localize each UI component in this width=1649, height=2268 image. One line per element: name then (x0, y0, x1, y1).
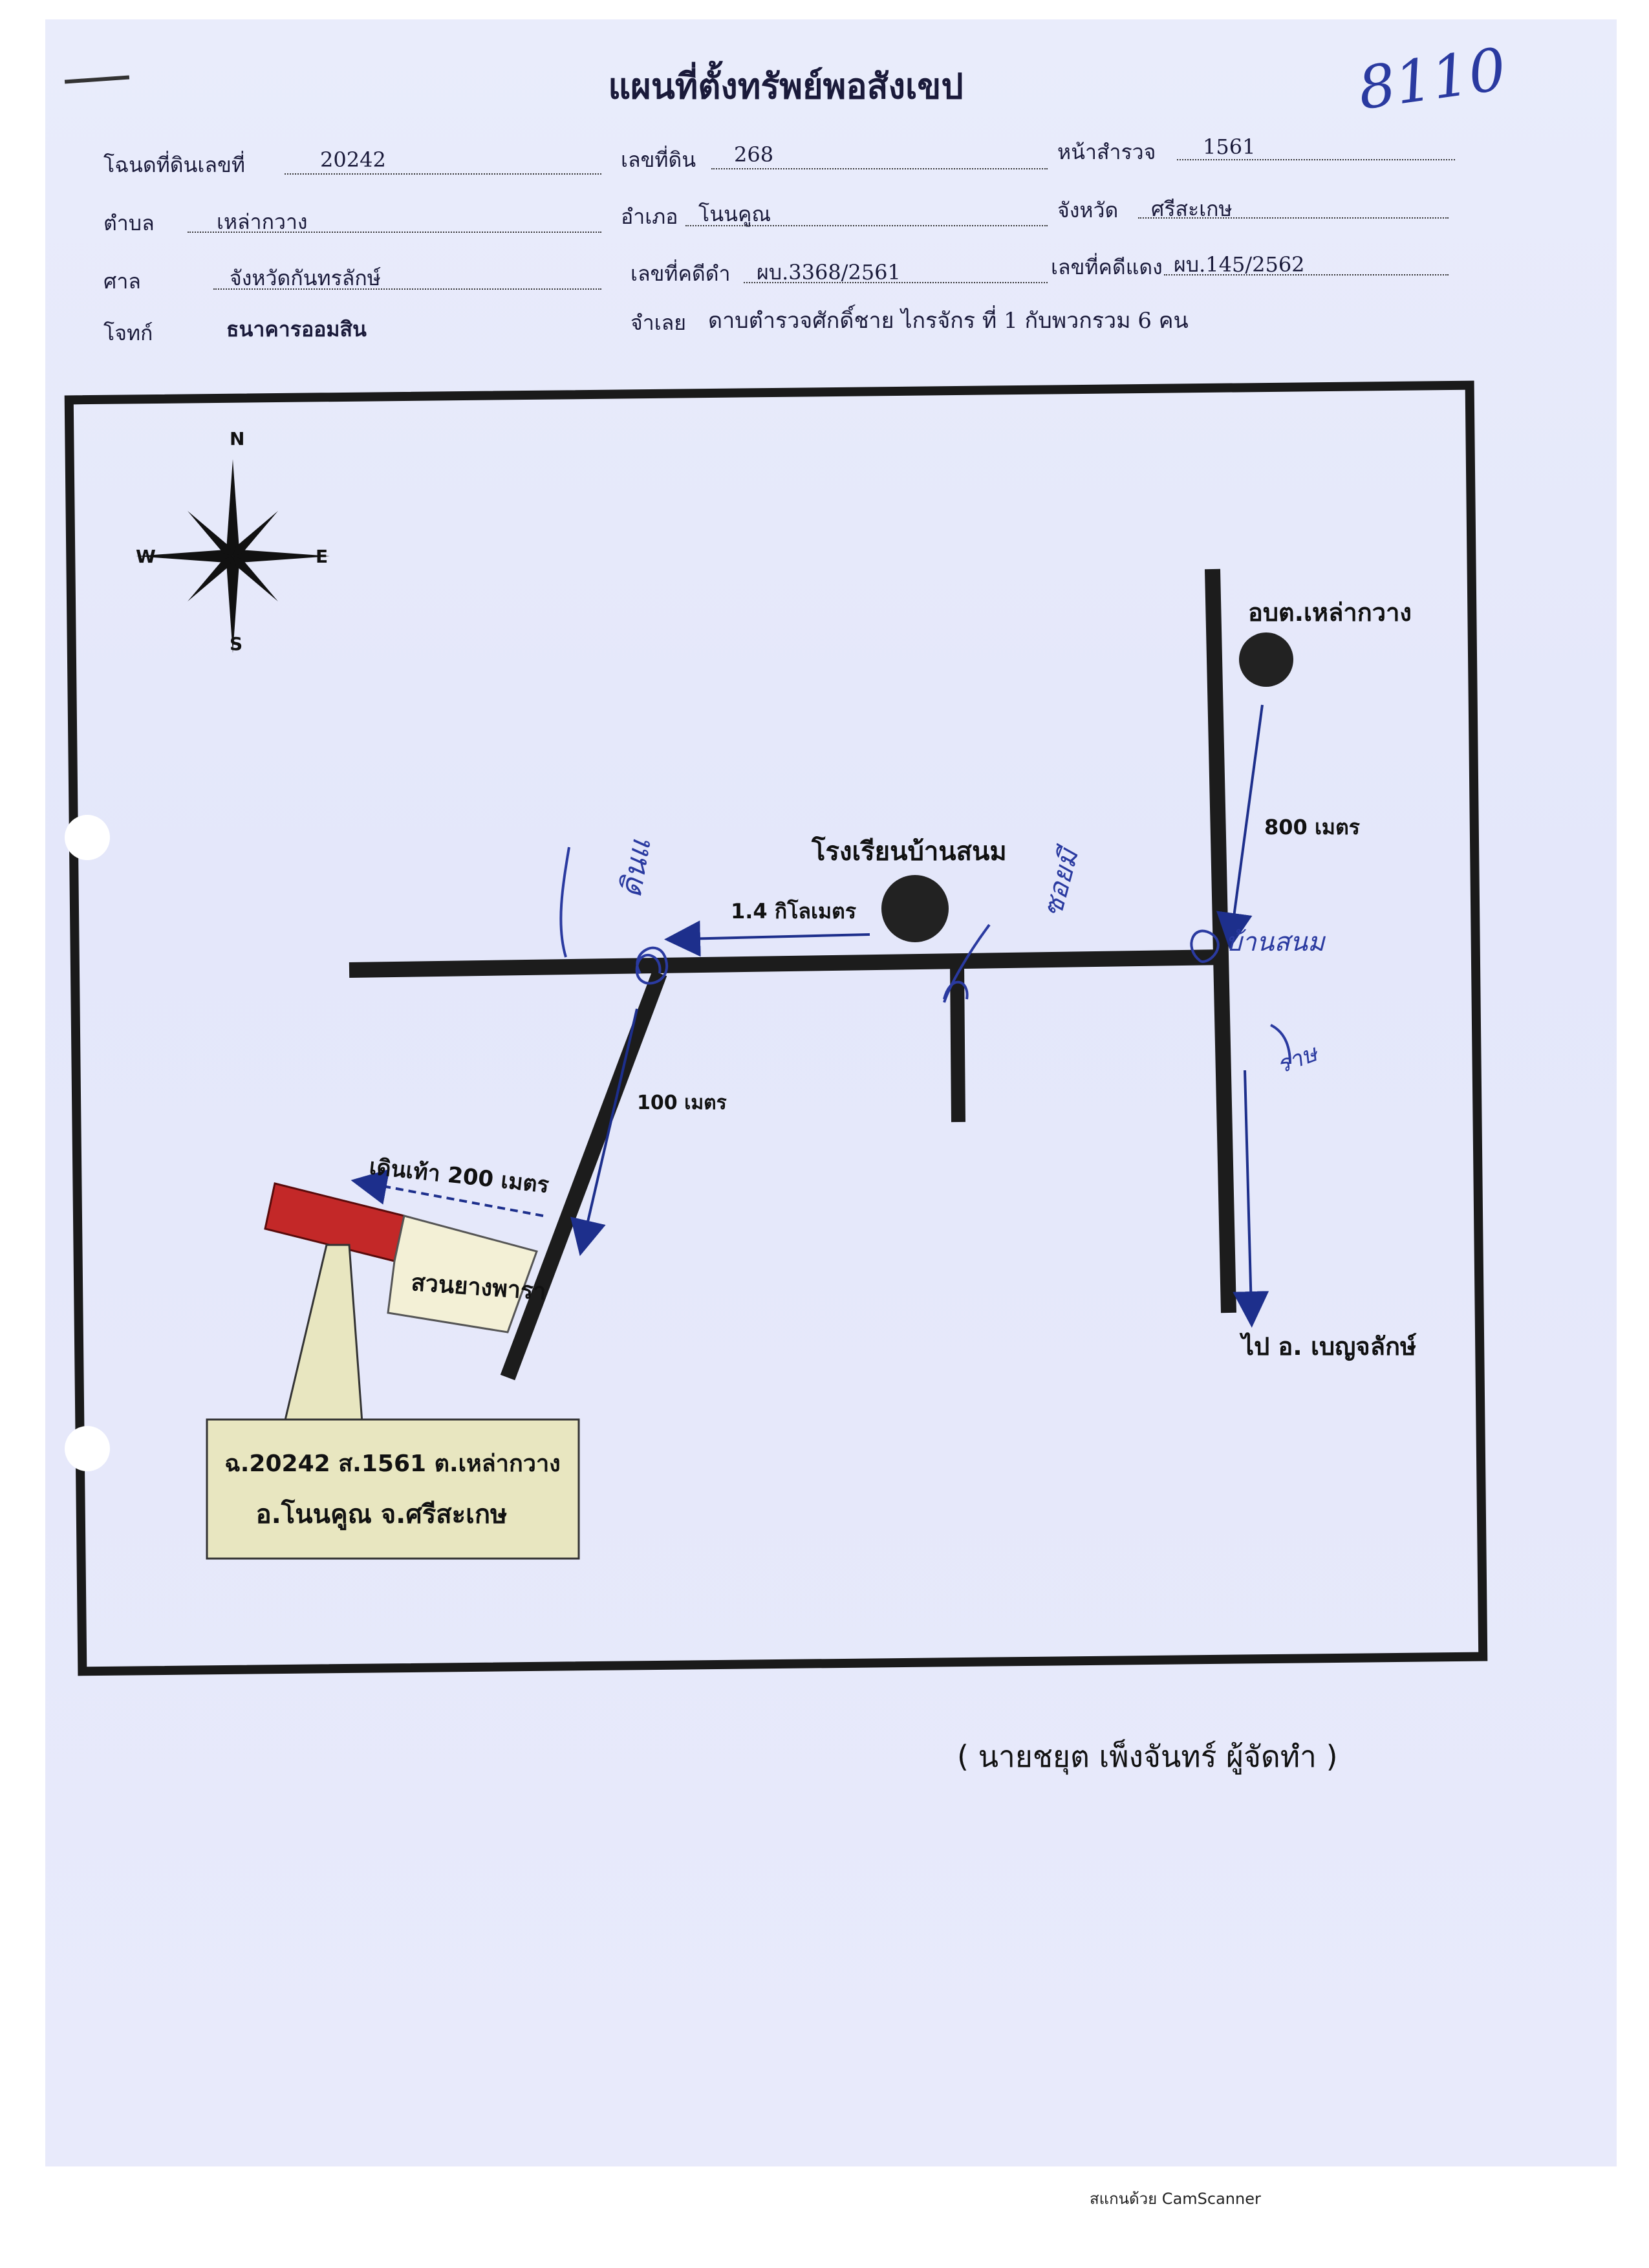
sao-marker (1239, 632, 1293, 687)
preparer-caption: ( นายชยุต เพ็งจันทร์ ผู้จัดทำ ) (957, 1739, 1338, 1774)
survey-page-underline (1177, 159, 1455, 160)
plaintiff-value: ธนาคารออมสิน (226, 317, 367, 341)
arrow-walk-200m (350, 1169, 544, 1217)
black-case-value: ผบ.3368/2561 (757, 260, 901, 285)
rubber-plantation-area (387, 1215, 538, 1334)
deed-value: 20242 (320, 147, 386, 172)
survey-page-value: 1561 (1203, 135, 1256, 159)
survey-page-label: หน้าสำรวจ (1057, 140, 1156, 164)
dist-100m-label: 100 เมตร (637, 1092, 727, 1114)
court-underline (213, 288, 601, 290)
black-case-underline (744, 282, 1048, 283)
defendant-label: จำเลย (630, 310, 687, 335)
scanner-footer: สแกนด้วย CamScanner (1090, 2190, 1261, 2208)
plaintiff-label: โจทก์ (103, 321, 153, 345)
deed-underline (285, 173, 601, 175)
callout-line1: ฉ.20242 ส.1561 ต.เหล่ากวาง (224, 1451, 561, 1477)
land-no-underline (711, 168, 1048, 169)
to-benja-label: ไป อ. เบญจลักษ์ (1239, 1332, 1417, 1361)
red-case-underline (1164, 274, 1449, 275)
callout-box (206, 1418, 580, 1560)
district-label: อำเภอ (621, 204, 678, 229)
compass-w: W (136, 546, 156, 567)
arrow-1-4km (664, 920, 870, 957)
handwritten-right: บ้านสนม (1225, 927, 1326, 957)
callout-pointer (283, 1244, 363, 1424)
compass-s: S (230, 633, 242, 654)
walk-label: เดินเท้า 200 เมตร (368, 1154, 550, 1198)
red-case-value: ผบ.145/2562 (1174, 252, 1305, 277)
province-underline (1138, 217, 1449, 219)
handwritten-right2: ราษ (1273, 1040, 1322, 1079)
access-road (500, 970, 667, 1381)
arrow-to-benja (1233, 1070, 1269, 1328)
main-road-horizontal (349, 949, 1226, 978)
deed-label: โฉนดที่ดินเลขที่ (103, 153, 245, 177)
arrow-800m (1216, 704, 1264, 949)
land-no-label: เลขที่ดิน (621, 147, 696, 172)
school-marker (881, 875, 949, 942)
arrow-100m (570, 1008, 638, 1257)
land-no-value: 268 (734, 142, 774, 167)
punch-hole-bottom (65, 1426, 110, 1471)
province-label: จังหวัด (1057, 198, 1119, 222)
black-case-label: เลขที่คดีดำ (630, 261, 731, 286)
red-case-label: เลขที่คดีแดง (1051, 255, 1163, 279)
dist-800m-label: 800 เมตร (1264, 815, 1360, 839)
dist-1-4km-label: 1.4 กิโลเมตร (731, 899, 856, 923)
punch-hole-top (65, 815, 110, 860)
compass-rose: N S E W (136, 428, 330, 654)
school-label: โรงเรียนบ้านสนม (811, 836, 1007, 867)
subdistrict-label: ตำบล (103, 211, 155, 235)
compass-e: E (316, 546, 328, 567)
callout-line2: อ.โนนคูณ จ.ศรีสะเกษ (256, 1499, 508, 1530)
subdistrict-underline (188, 232, 601, 233)
district-underline (685, 225, 1048, 226)
defendant-value: ดาบตำรวจศักดิ์ชาย ไกรจักร ที่ 1 กับพวกรว… (708, 308, 1189, 334)
handwritten-mid: ซอยมี (1036, 842, 1085, 920)
side-road-short (950, 963, 965, 1123)
subdistrict-value: เหล่ากวาง (217, 210, 308, 234)
handwritten-left: ดินแ (613, 836, 658, 900)
compass-n: N (230, 428, 244, 449)
province-value: ศรีสะเกษ (1151, 197, 1233, 221)
handwritten-marks (559, 847, 1291, 1064)
document-sheet (45, 19, 1617, 2166)
court-label: ศาล (103, 269, 141, 294)
district-value: โนนคูณ (698, 202, 771, 226)
sao-label: อบต.เหล่ากวาง (1248, 598, 1412, 627)
document-title: แผนที่ตั้งทรัพย์พอสังเขป (608, 65, 964, 107)
court-value: จังหวัดกันทรลักษ์ (230, 266, 381, 290)
